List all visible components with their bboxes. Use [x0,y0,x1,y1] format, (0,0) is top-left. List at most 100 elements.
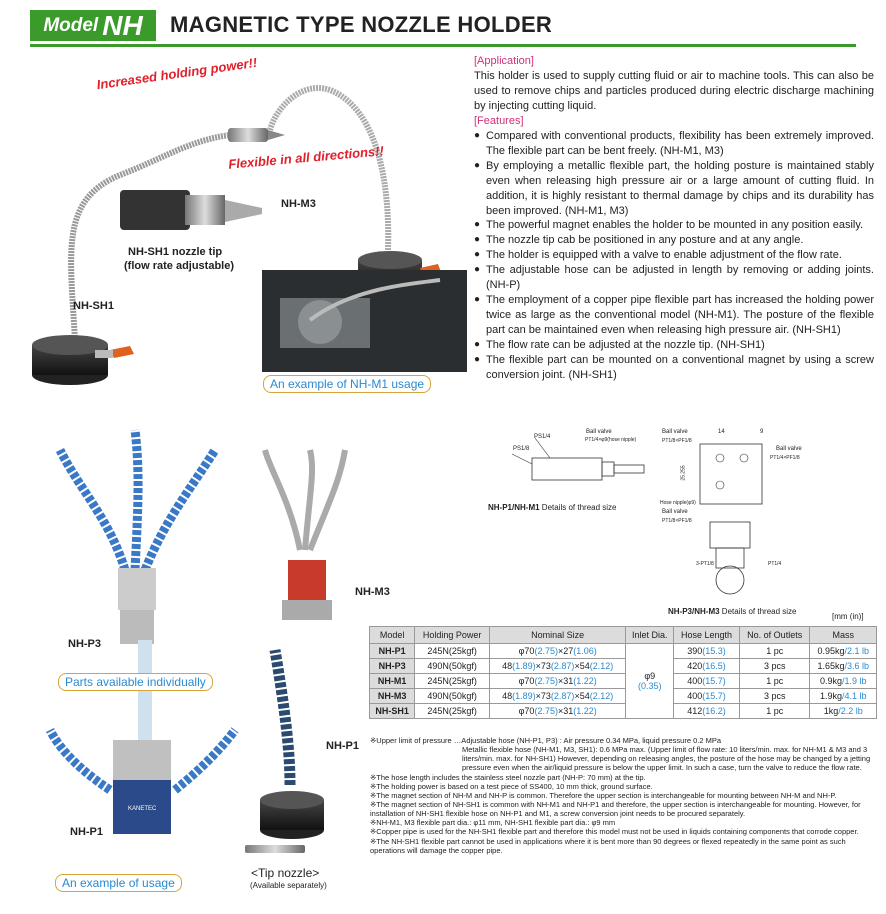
size-mm: φ70 [518,706,535,716]
size-in: (2.75) [534,676,558,686]
size-in: (2.12) [589,691,614,701]
nh-sh1-photo [32,128,285,385]
spec-table: Model Holding Power Nominal Size Inlet D… [368,626,877,719]
nh-p1-photo [45,640,239,834]
cell-power: 245N(25kgf) [414,673,490,689]
drawing-left-pt: PT1/4×φ9(hose nipple) [585,437,637,443]
nh-m1-usage-photo [262,270,467,372]
application-heading: [Application] [474,55,534,67]
size-mm: ×54 [574,661,590,671]
drawing-right-pt5: PT1/4 [768,561,782,567]
note: ※The magnet section of NH-M and NH-P is … [370,790,837,800]
feature-item: The powerful magnet enables the holder t… [474,218,874,233]
size-mm: ×73 [535,691,551,701]
col-outlets: No. of Outlets [738,626,811,644]
size-mm: ×54 [574,691,590,701]
drawing-right-caption: NH-P3/NH-M3 Details of thread size [668,607,797,616]
cell-power: 490N(50kgf) [414,658,490,674]
drawing-right-dim9: 9 [760,429,764,435]
size-in: (1.89) [512,691,536,701]
feature-item: The nozzle tip cab be positioned in any … [474,233,874,248]
drawing-left-ball-valve: Ball valve [586,429,612,435]
label-nh-m3-mid: NH-M3 [355,586,390,598]
cell-hose: 412(16.2) [673,703,740,719]
drawing-right-caption-text: Details of thread size [721,607,797,616]
mass-kg: 1kg [823,706,839,716]
hose-mm: 390 [687,646,703,656]
hose-in: (16.2) [702,706,726,716]
mass-lb: /1.9 lb [841,676,867,686]
drawing-right-hose-nipple: Hose nipple(φ9) [660,500,696,506]
col-hose-length: Hose Length [673,626,740,644]
size-in: (2.12) [589,661,614,671]
page-header: Model NH MAGNETIC TYPE NOZZLE HOLDER [30,10,856,47]
caption-usage: An example of usage [55,874,182,892]
table-row: NH-SH1 245N(25kgf) φ70(2.75)×31(1.22) 41… [368,703,877,719]
label-nh-p3: NH-P3 [68,638,102,650]
drawing-right-pt2: PT1/4×PF1/8 [770,455,800,461]
note: ※The hose length includes the stainless … [370,772,646,782]
cell-mass: 0.95kg/2.1 lb [809,643,877,659]
notes: ※Upper limit of pressure …Adjustable hos… [370,736,876,855]
size-in: (2.75) [534,646,558,656]
cell-hose: 400(15.7) [673,673,740,689]
inlet-in: (0.35) [637,681,662,691]
label-nh-sh1-tip: NH-SH1 nozzle tip [128,246,223,258]
label-nh-p1-left: NH-P1 [70,826,104,838]
size-mm: 48 [502,691,513,701]
page-title: MAGNETIC TYPE NOZZLE HOLDER [170,12,553,37]
application-text: This holder is used to supply cutting fl… [474,69,874,112]
inlet-mm: φ9 [644,671,656,681]
table-row: NH-M3 490N(50kgf) 48(1.89)×73(2.87)×54(2… [368,688,877,704]
drawing-right-dim14: 14 [718,429,725,435]
hose-in: (15.3) [702,646,726,656]
nh-m3-mid-photo [262,449,348,620]
cell-mass: 1.9kg/4.1 lb [809,688,877,704]
drawing-right-ball-valve-2: Ball valve [776,446,802,452]
label-tip-nozzle-sub: (Available separately) [250,881,327,890]
tip-nozzle-photo [245,845,305,853]
feature-item: Compared with conventional products, fle… [474,129,874,159]
feature-item: The holder is equipped with a valve to e… [474,248,874,263]
cell-size: φ70(2.75)×31(1.22) [488,703,627,719]
model-word: Model [43,14,99,36]
table-row: NH-P3 490N(50kgf) 48(1.89)×73(2.87)×54(2… [368,658,877,674]
size-mm: 48 [502,661,513,671]
model-badge: Model NH [30,10,156,41]
cell-outlets: 1 pc [738,643,811,659]
cell-size: 48(1.89)×73(2.87)×54(2.12) [488,688,627,704]
drawing-left-caption-text: Details of thread size [541,503,617,512]
drawing-right-ball-valve-3: Ball valve [662,509,688,515]
note: ※NH-M1, M3 flexible part dia.: φ11 mm, N… [370,818,616,828]
mass-kg: 1.9kg [819,691,842,701]
size-mm: ×31 [557,676,574,686]
drawing-nh-p1 [511,437,645,481]
unit-label: [mm (in)] [832,612,864,621]
label-tip-nozzle: <Tip nozzle> [251,866,320,880]
cell-outlets: 3 pcs [738,688,811,704]
drawing-right-ball-valve-1: Ball valve [662,429,688,435]
cell-outlets: 1 pc [738,703,811,719]
hose-mm: 412 [687,706,703,716]
nh-m3-photo [267,85,441,299]
features-heading: [Features] [474,114,524,127]
mass-kg: 0.9kg [819,676,842,686]
nh-p1-right-photo [260,649,324,839]
size-mm: ×27 [557,646,574,656]
cell-model: NH-P3 [368,658,416,674]
col-model: Model [368,626,416,644]
cell-power: 490N(50kgf) [414,688,490,704]
mass-lb: /2.1 lb [844,646,870,656]
col-holding-power: Holding Power [414,626,490,644]
label-nh-sh1: NH-SH1 [73,300,114,312]
cell-model: NH-M1 [368,673,416,689]
caption-parts-available: Parts available individually [58,673,213,691]
note: ※Copper pipe is used for the NH-SH1 flex… [370,827,859,837]
description-text: [Application] This holder is used to sup… [474,54,874,383]
mass-kg: 0.95kg [817,646,845,656]
table-row: NH-P1 245N(25kgf) φ70(2.75)×27(1.06) φ9(… [368,643,877,719]
cell-power: 245N(25kgf) [414,703,490,719]
size-in: (2.87) [550,691,575,701]
cell-model: NH-P1 [368,643,416,659]
drawing-right-dim255: 25.255 [680,465,687,481]
